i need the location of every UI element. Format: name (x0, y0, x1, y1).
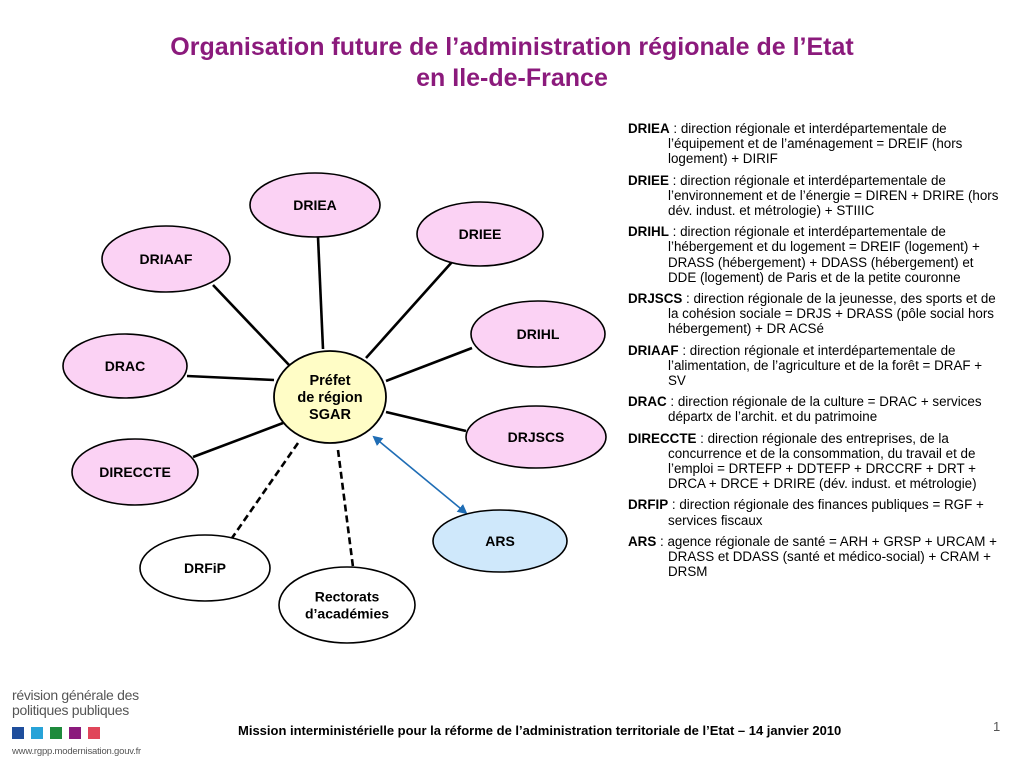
legend-abbr: DRIEE (628, 172, 669, 188)
node-driea: DRIEA (249, 172, 381, 238)
link-driee (365, 261, 453, 359)
title-line-2: en Ile-de-France (416, 64, 608, 92)
legend-definition: : direction régionale et interdépartemen… (668, 342, 983, 389)
logo-line-2: politiques publiques (12, 702, 129, 718)
node-label-drjscs: DRJSCS (508, 429, 565, 445)
logo-url: www.rgpp.modernisation.gouv.fr (12, 746, 141, 757)
diagram-links (186, 236, 473, 568)
legend-abbr: DRIEA (628, 121, 670, 136)
legend: DRIEA : direction régionale et interdépa… (628, 121, 1000, 585)
link-drjscs (385, 410, 467, 433)
legend-definition: : direction régionale de la jeunesse, de… (668, 291, 996, 337)
node-label-drihl: DRIHL (517, 326, 560, 342)
link-driea (316, 236, 325, 350)
legend-abbr: DIRECCTE (628, 430, 697, 446)
node-drfip: DRFiP (139, 534, 271, 602)
legend-definition: : direction régionale et interdépartemen… (668, 121, 963, 167)
node-label-direccte: DIRECCTE (99, 464, 171, 480)
node-label-driee: DRIEE (459, 226, 502, 242)
page-number: 1 (993, 719, 1001, 734)
node-drac: DRAC (62, 333, 188, 399)
legend-item: ARS : agence régionale de santé = ARH + … (628, 534, 1000, 580)
node-label-drac: DRAC (105, 358, 145, 374)
node-label-driaaf: DRIAAF (140, 251, 193, 267)
page-title: Organisation future de l’administration … (0, 32, 1024, 94)
legend-definition: : agence régionale de santé = ARH + GRSP… (656, 533, 997, 580)
legend-abbr: ARS (628, 533, 657, 549)
node-driaaf: DRIAAF (101, 225, 231, 293)
legend-item: DRIEA : direction régionale et interdépa… (628, 121, 1000, 167)
legend-definition: : direction régionale et interdépartemen… (668, 172, 999, 219)
legend-definition: : direction régionale et interdépartemen… (668, 224, 980, 285)
logo-square (50, 727, 62, 739)
logo-color-squares (12, 727, 152, 739)
legend-abbr: DRFIP (628, 497, 669, 513)
legend-abbr: DRJSCS (628, 291, 683, 307)
legend-item: DRJSCS : direction régionale de la jeune… (628, 291, 1000, 337)
logo-line-1: révision générale des (12, 687, 139, 703)
legend-definition: : direction régionale des finances publi… (668, 497, 984, 528)
legend-item: DRIHL : direction régionale et interdépa… (628, 224, 1000, 285)
legend-abbr: DRIHL (628, 224, 669, 240)
node-label-drfip: DRFiP (184, 560, 226, 576)
legend-abbr: DRIAAF (628, 342, 679, 358)
link-rectorats (336, 449, 355, 568)
node-label-driea: DRIEA (293, 197, 337, 213)
node-label-ars: ARS (485, 533, 515, 549)
link-ars (372, 435, 468, 515)
legend-item: DRIEE : direction régionale et interdépa… (628, 173, 1000, 219)
link-driaaf (212, 284, 291, 367)
legend-definition: : direction régionale de la culture = DR… (666, 394, 982, 425)
legend-item: DIRECCTE : direction régionale des entre… (628, 431, 1000, 492)
node-drihl: DRIHL (470, 300, 606, 368)
logo-square (12, 727, 24, 739)
logo-square (69, 727, 81, 739)
legend-item: DRFIP : direction régionale des finances… (628, 497, 1000, 527)
link-drfip (230, 442, 300, 539)
legend-item: DRAC : direction régionale de la culture… (628, 394, 1000, 424)
logo-square (31, 727, 43, 739)
link-direccte (192, 421, 284, 459)
footer-text: Mission interministérielle pour la réfor… (238, 723, 842, 738)
node-driee: DRIEE (416, 201, 544, 267)
logo-square (88, 727, 100, 739)
node-ars: ARS (432, 509, 568, 573)
link-drihl (385, 346, 473, 383)
node-drjscs: DRJSCS (465, 405, 607, 469)
link-drac (186, 374, 275, 382)
legend-abbr: DRAC (628, 394, 667, 410)
node-direccte: DIRECCTE (71, 438, 199, 506)
title-line-1: Organisation future de l’administration … (170, 33, 854, 61)
rgpp-logo: révision générale des politiques publiqu… (12, 688, 152, 757)
legend-item: DRIAAF : direction régionale et interdép… (628, 343, 1000, 389)
legend-definition: : direction régionale des entreprises, d… (668, 430, 977, 492)
